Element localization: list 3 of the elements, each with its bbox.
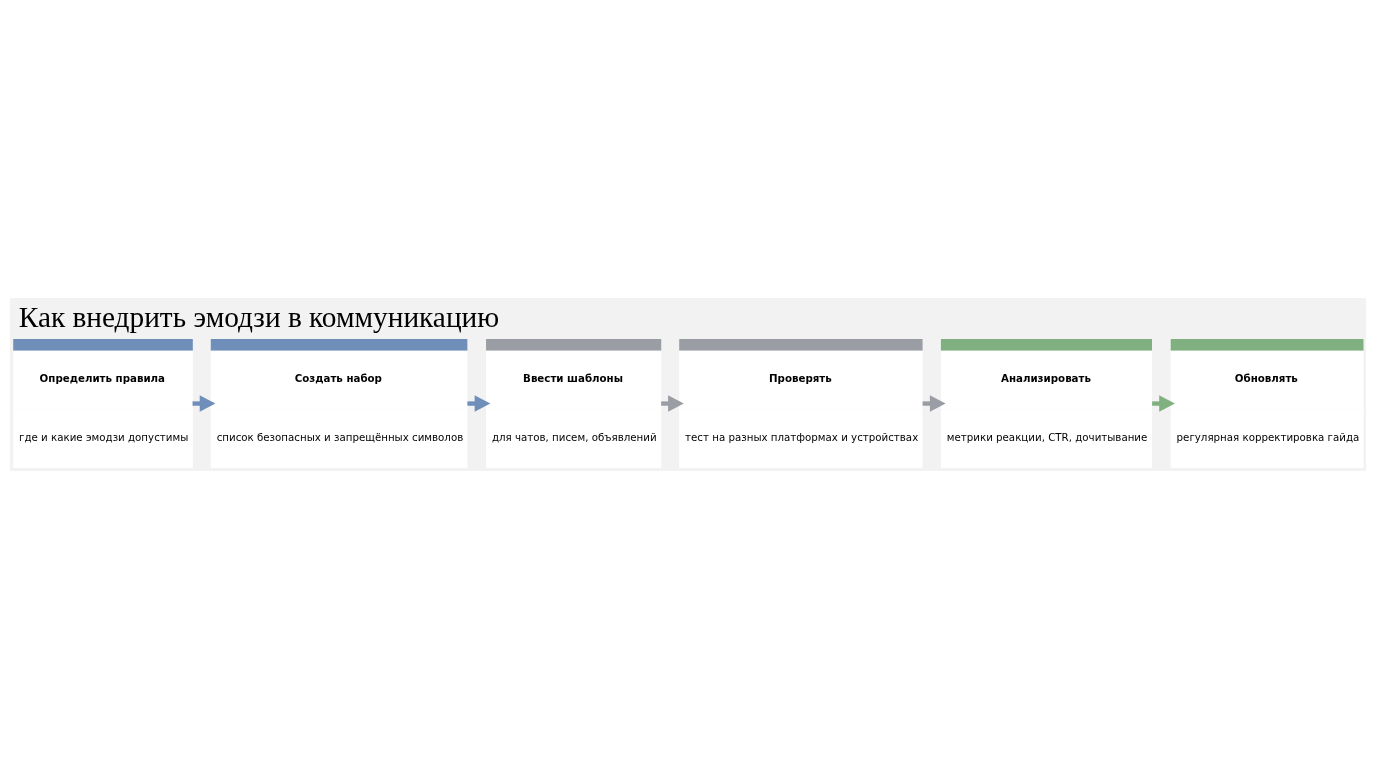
arrow (467, 394, 491, 412)
diagram-title: Как внедрить эмодзи в коммуникацию (18, 300, 500, 333)
arrow (661, 394, 684, 412)
